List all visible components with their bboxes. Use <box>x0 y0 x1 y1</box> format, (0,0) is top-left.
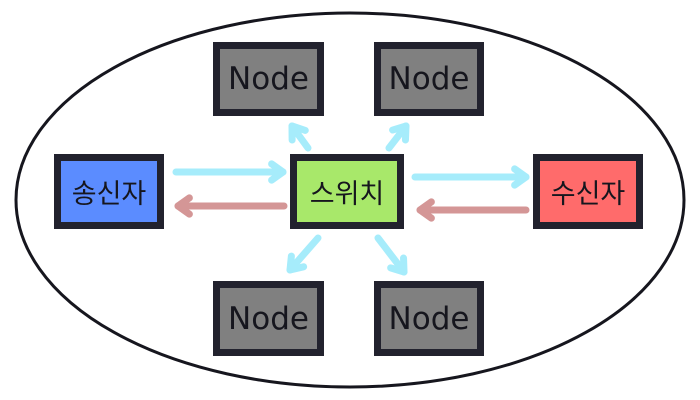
node-box-bottom-left: Node <box>213 281 324 356</box>
node-box-top-right: Node <box>374 42 484 116</box>
arrow-shaft <box>286 234 322 274</box>
sender-label: 송신자 <box>71 179 147 210</box>
arrow-switch-to-node-bottom-right <box>374 234 408 276</box>
edge-layer <box>172 122 530 276</box>
arrow-shaft <box>374 234 408 276</box>
arrow-receiver-to-switch <box>416 198 530 222</box>
switch-box: 스위치 <box>290 154 404 229</box>
switch-label: 스위치 <box>309 179 385 210</box>
node-label: Node <box>388 61 470 97</box>
arrow-head <box>389 122 410 144</box>
arrow-head <box>416 198 435 222</box>
node-label: Node <box>388 300 470 337</box>
arrow-head <box>174 194 193 218</box>
arrow-head <box>268 160 287 184</box>
arrow-switch-to-receiver <box>411 165 530 189</box>
node-box-top-left: Node <box>213 42 324 116</box>
receiver-label: 수신자 <box>550 179 626 210</box>
network-boundary-ellipse <box>14 11 686 389</box>
arrow-switch-to-sender <box>174 194 288 218</box>
arrow-switch-to-node-top-right <box>385 122 410 152</box>
arrow-head <box>387 254 408 276</box>
arrow-switch-to-node-bottom-left <box>286 234 322 274</box>
sender-box: 송신자 <box>54 154 164 229</box>
arrow-sender-to-switch <box>172 160 287 184</box>
node-box-bottom-right: Node <box>374 281 484 356</box>
node-label: Node <box>228 61 309 97</box>
arrow-head <box>288 122 309 144</box>
arrow-head <box>286 252 308 274</box>
arrow-switch-to-node-top-left <box>288 122 312 152</box>
arrow-head <box>511 165 530 189</box>
node-label: Node <box>228 300 309 337</box>
receiver-box: 수신자 <box>533 154 643 229</box>
